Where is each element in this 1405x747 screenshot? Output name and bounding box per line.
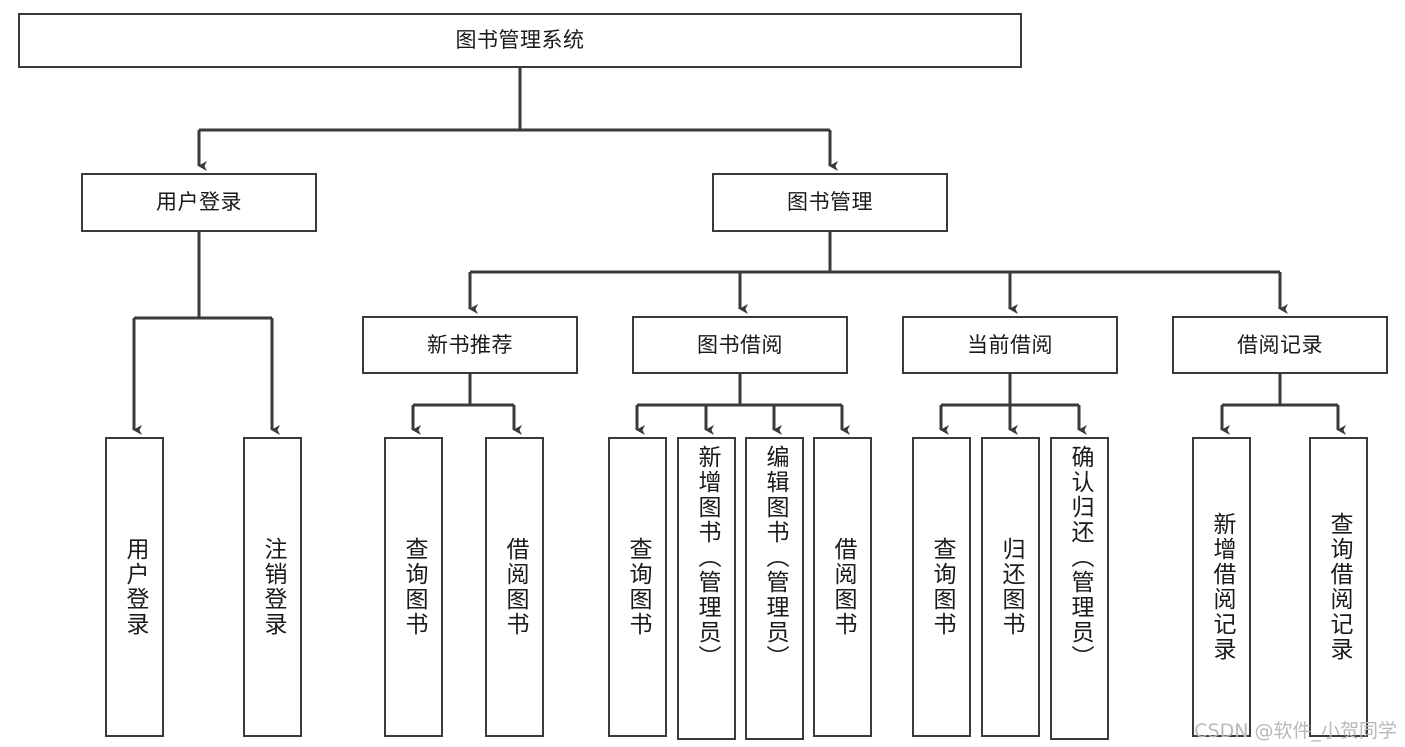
leaf-node-user-login[interactable]: 用户登录: [105, 437, 164, 737]
node-label: 用户登录: [156, 190, 242, 215]
node-label: 借阅记录: [1237, 332, 1323, 357]
node-new-book-recommend[interactable]: 新书推荐: [362, 316, 578, 374]
node-root-book-management-system[interactable]: 图书管理系统: [18, 13, 1022, 68]
node-book-management[interactable]: 图书管理: [712, 173, 948, 232]
leaf-node-query-book-recommend[interactable]: 查询图书: [384, 437, 443, 737]
leaf-node-logout-login[interactable]: 注销登录: [243, 437, 302, 737]
leaf-node-query-book-current[interactable]: 查询图书: [912, 437, 971, 737]
leaf-node-borrow-book-borrow[interactable]: 借阅图书: [813, 437, 872, 737]
node-label: 新增借阅记录: [1209, 512, 1235, 662]
node-label: 注销登录: [260, 537, 286, 637]
leaf-node-return-book[interactable]: 归还图书: [981, 437, 1040, 737]
node-label: 查询借阅记录: [1326, 512, 1352, 662]
node-label: 借阅图书: [502, 537, 528, 637]
node-label: 查询图书: [929, 537, 955, 637]
node-borrow-record[interactable]: 借阅记录: [1172, 316, 1388, 374]
node-book-borrow[interactable]: 图书借阅: [632, 316, 848, 374]
leaf-node-edit-book-admin[interactable]: 编辑图书（管理员）: [745, 437, 804, 740]
leaf-node-borrow-book-recommend[interactable]: 借阅图书: [485, 437, 544, 737]
node-label: 新增图书（管理员）: [694, 445, 720, 670]
node-label: 归还图书: [998, 537, 1024, 637]
leaf-node-query-book-borrow[interactable]: 查询图书: [608, 437, 667, 737]
node-current-borrow[interactable]: 当前借阅: [902, 316, 1118, 374]
node-label: 借阅图书: [830, 537, 856, 637]
node-label: 新书推荐: [427, 332, 513, 357]
node-label: 当前借阅: [967, 332, 1053, 357]
leaf-node-add-borrow-record[interactable]: 新增借阅记录: [1192, 437, 1251, 737]
node-label: 确认归还（管理员）: [1067, 445, 1093, 670]
node-label: 用户登录: [122, 537, 148, 637]
node-user-login[interactable]: 用户登录: [81, 173, 317, 232]
leaf-node-confirm-return-admin[interactable]: 确认归还（管理员）: [1050, 437, 1109, 740]
leaf-node-query-borrow-record[interactable]: 查询借阅记录: [1309, 437, 1368, 737]
node-label: 图书管理系统: [455, 28, 585, 53]
node-label: 图书借阅: [697, 332, 783, 357]
node-label: 查询图书: [625, 537, 651, 637]
node-label: 编辑图书（管理员）: [762, 445, 788, 670]
node-label: 图书管理: [787, 190, 873, 215]
leaf-node-add-book-admin[interactable]: 新增图书（管理员）: [677, 437, 736, 740]
watermark-text: CSDN @软件_小贺同学: [1194, 720, 1397, 742]
node-label: 查询图书: [401, 537, 427, 637]
